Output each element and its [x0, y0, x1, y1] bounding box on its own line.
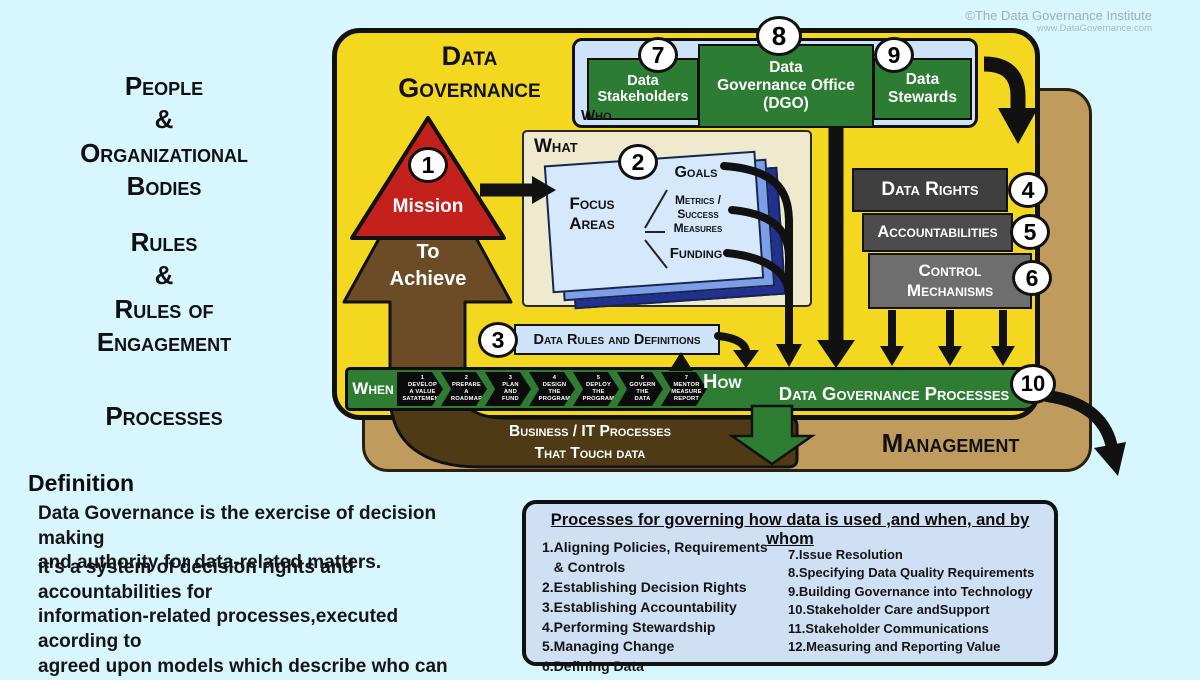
processes-left-column: 1.Aligning Policies, Requirements & Cont… — [542, 538, 792, 677]
copyright-line: ©The Data Governance Institute — [965, 8, 1152, 23]
process-item: 1.Aligning Policies, Requirements & Cont… — [542, 539, 768, 575]
badge-6: 6 — [1012, 260, 1052, 296]
governing-processes-box: Processes for governing how data is used… — [522, 500, 1058, 674]
badge-3: 3 — [478, 322, 518, 358]
process-item: 7.Issue Resolution — [788, 547, 903, 562]
copyright: ©The Data Governance Institute www.DataG… — [880, 8, 1152, 34]
data-rights-box: Data Rights — [852, 168, 1008, 212]
process-item: 4.Performing Stewardship — [542, 618, 716, 635]
process-item: 6.Defining Data — [542, 658, 644, 675]
badge-7: 7 — [638, 37, 678, 73]
step-chevron-1: 1 DEVELOP A VALUE SATATEMENT — [397, 372, 443, 406]
focus-areas-label: Focus Areas — [569, 194, 615, 233]
process-item: 2.Establishing Decision Rights — [542, 578, 747, 595]
step-chevron-2: 2 PREPARE A ROADMAP — [441, 372, 487, 406]
funding-label: Funding — [669, 245, 723, 262]
step-chevron-6: 6 GOVERN THE DATA — [617, 372, 663, 406]
process-item: 10.Stakeholder Care andSupport — [788, 602, 990, 618]
goals-label: Goals — [674, 164, 718, 181]
who-label: Who — [581, 107, 612, 124]
definition-heading: Definition — [28, 470, 135, 496]
control-mechanisms-box: Control Mechanisms — [868, 253, 1032, 309]
processes-right-column: 7.Issue Resolution 8.Specifying Data Qua… — [788, 546, 1056, 657]
accountabilities-box: Accountabilities — [862, 213, 1013, 252]
what-box: What Focus Areas Goals Metrics / Success… — [522, 130, 812, 310]
badge-9: 9 — [874, 37, 914, 73]
step-chevron-5: 5 DEPLOY THE PROGRAM — [573, 372, 619, 406]
step-chevron-3: 3 PLAN AND FUND — [485, 372, 531, 406]
to-achieve-label: To Achieve — [389, 241, 467, 290]
label-rules-engagement: Rules & Rules of Engagement — [96, 227, 232, 357]
badge-8: 8 — [756, 16, 802, 56]
process-item: 3.Establishing Accountability — [542, 598, 737, 615]
definition-paragraph-1: Data Governance is the exercise of decis… — [38, 503, 437, 574]
metrics-label: Metrics / Success Measures — [673, 193, 723, 235]
data-stakeholders-box: Data Stakeholders — [587, 58, 699, 120]
step-chevron-7: 7 MENTOR MEASURE REPORT — [661, 372, 707, 406]
process-item: 9.Building Governance into Technology — [788, 583, 1033, 599]
badge-10: 10 — [1010, 364, 1056, 404]
diagram-title: Data Governance — [398, 41, 541, 104]
process-item: 5.Managing Change — [542, 638, 675, 655]
business-it-label: Business / IT Processes That Touch data — [509, 423, 671, 462]
data-governance-processes-label: Data Governance Processes — [778, 383, 1010, 404]
data-rules-strip: Data Rules and Definitions — [514, 324, 720, 355]
dgo-box: Data Governance Office (DGO) — [698, 44, 874, 128]
badge-5: 5 — [1010, 214, 1050, 250]
when-label: When — [352, 379, 394, 398]
badge-2: 2 — [618, 144, 658, 180]
badge-4: 4 — [1008, 172, 1048, 208]
process-item: 8.Specifying Data Quality Requirements — [788, 565, 1035, 581]
process-item: 11.Stakeholder Communications — [788, 620, 989, 636]
mission-label: Mission — [392, 196, 464, 217]
label-people-bodies: People & Organizational Bodies — [80, 71, 248, 201]
what-label: What — [534, 136, 578, 157]
badge-1: 1 — [408, 147, 448, 183]
copyright-url: www.DataGovernance.com — [1036, 23, 1152, 34]
process-item: 12.Measuring and Reporting Value — [788, 639, 1001, 655]
governing-processes-title: Processes for governing how data is used… — [550, 511, 1030, 548]
step-chevron-4: 4 DESIGN THE PROGRAM — [529, 372, 575, 406]
process-bar: When 1 DEVELOP A VALUE SATATEMENT 2 PREP… — [345, 367, 1038, 411]
how-label: How — [703, 371, 742, 393]
management-label: Management — [881, 428, 1020, 458]
label-processes: Processes — [105, 401, 223, 431]
definition-paragraph-2: it's a system of decision rights and acc… — [38, 557, 448, 677]
